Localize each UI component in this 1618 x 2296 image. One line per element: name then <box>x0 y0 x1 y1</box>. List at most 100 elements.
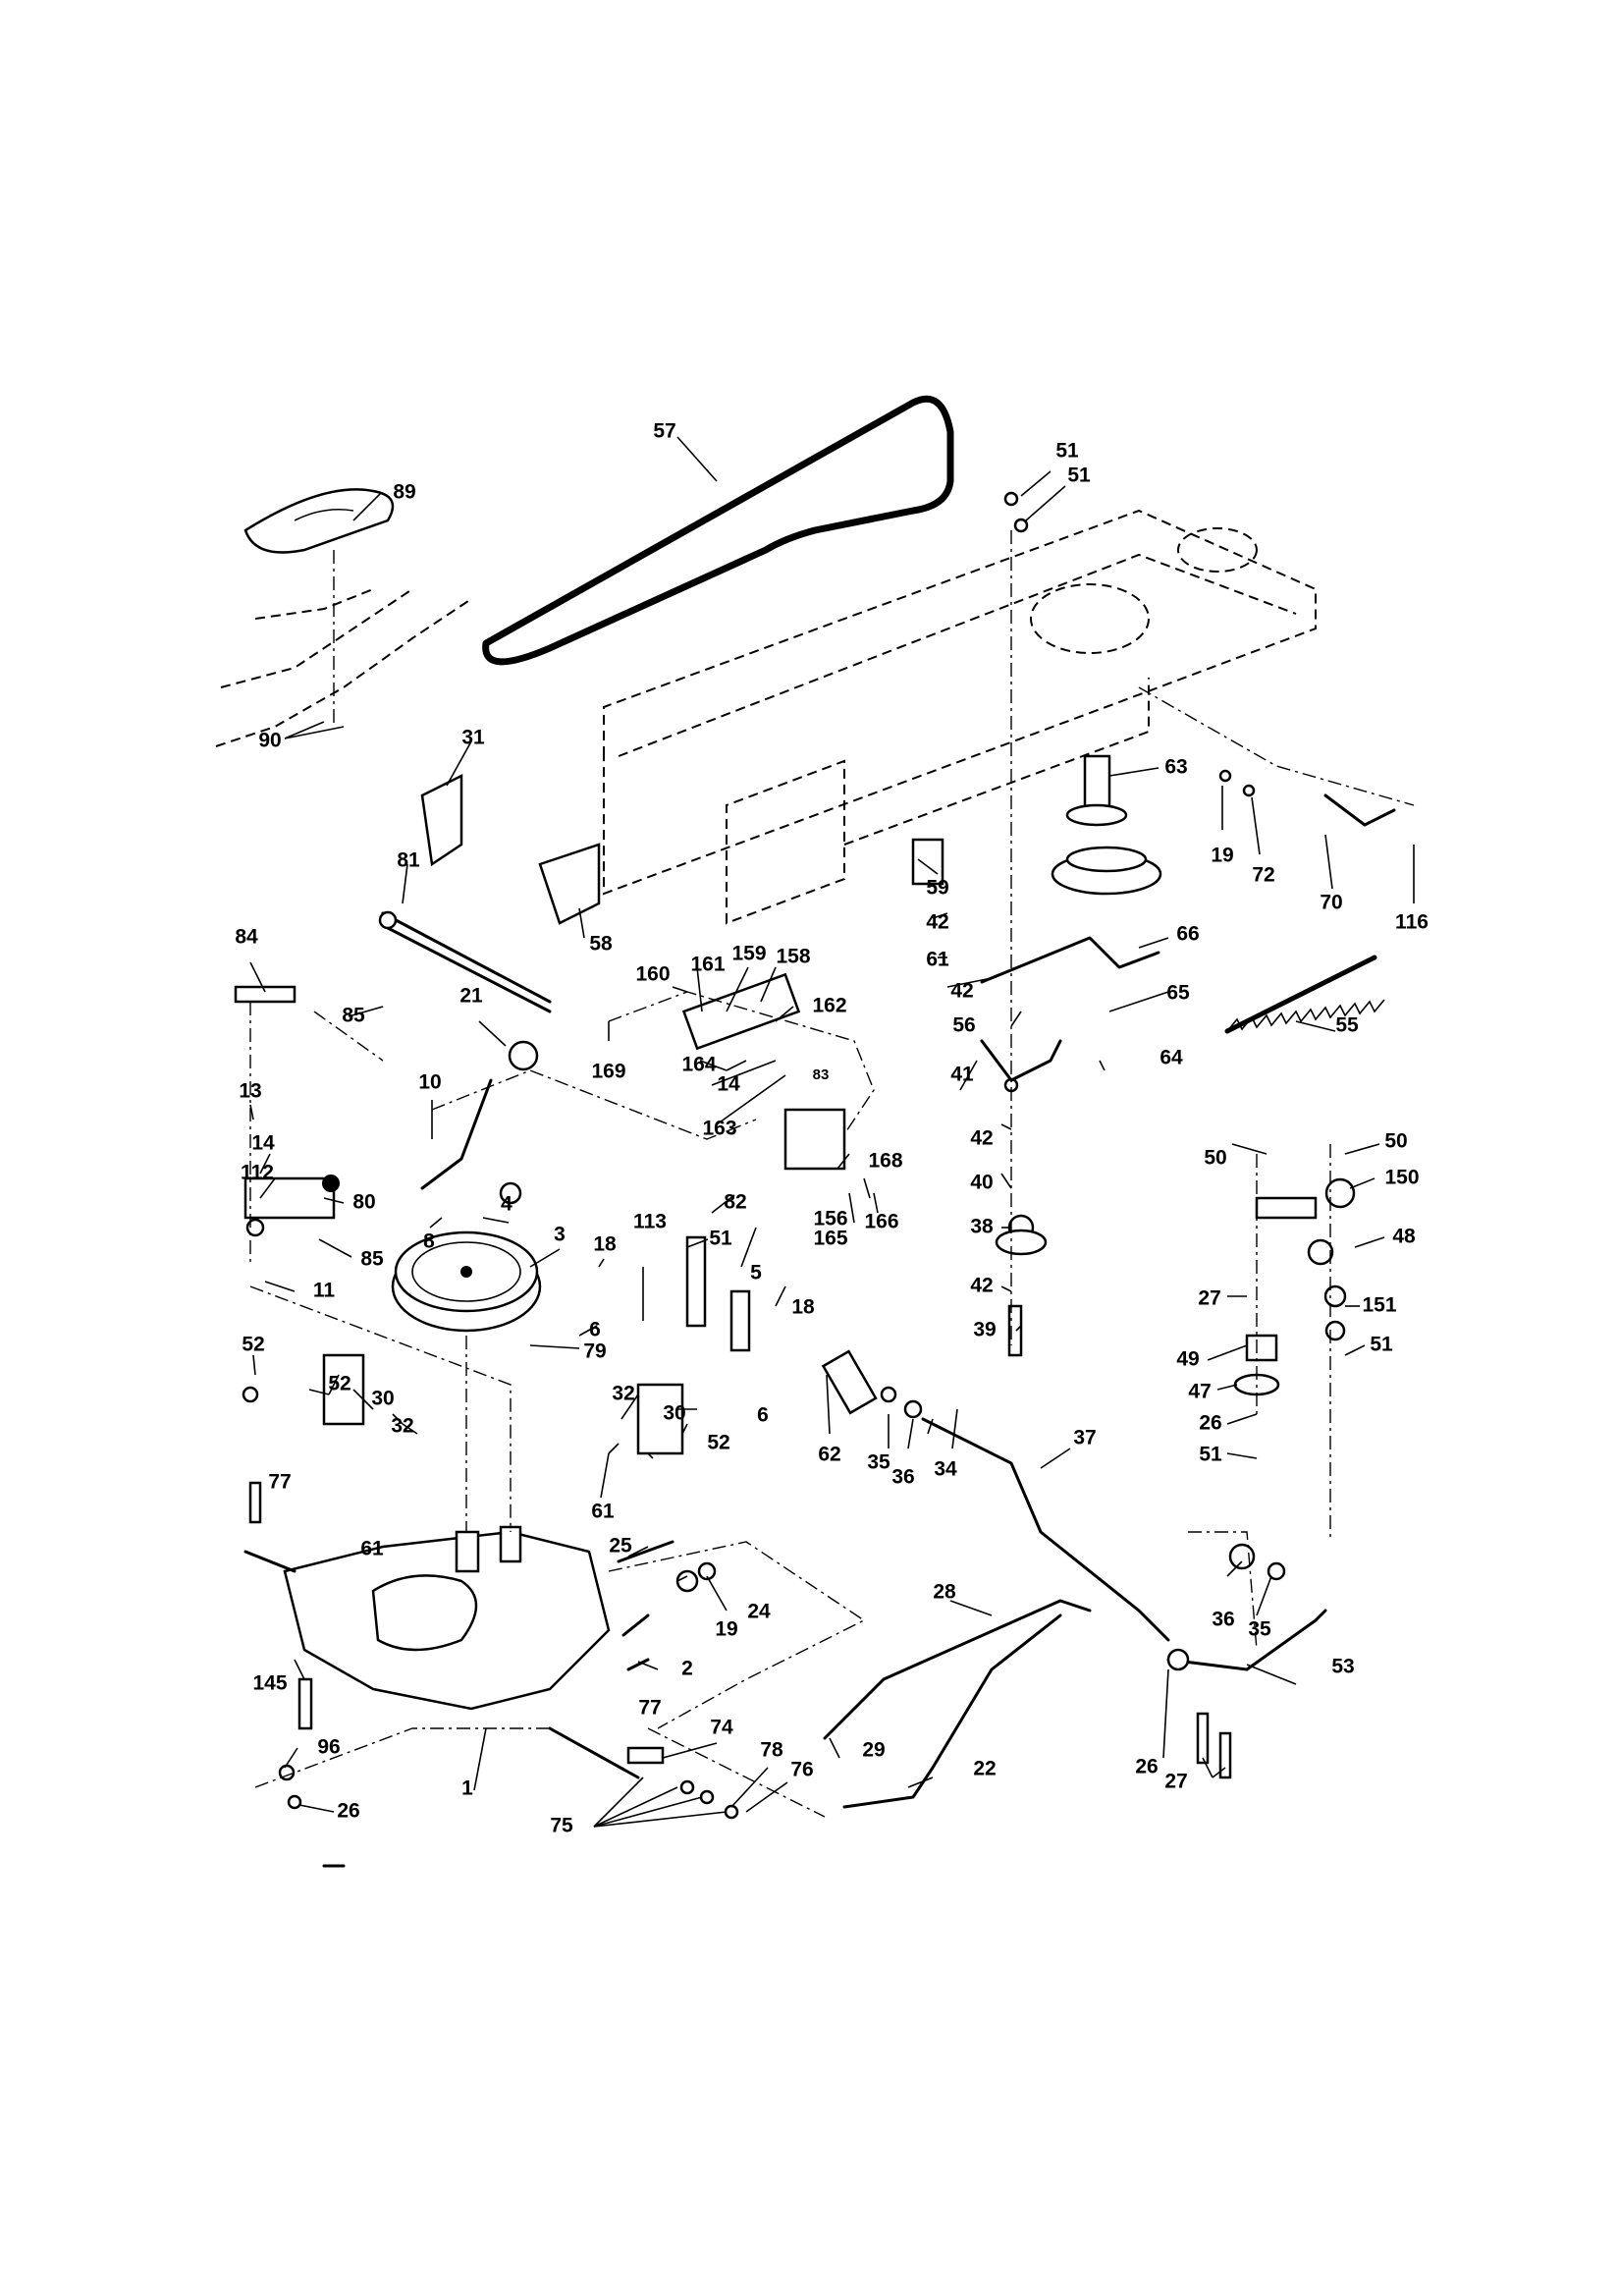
part-label: 48 <box>1392 1226 1416 1248</box>
part-label: 156 <box>813 1208 847 1230</box>
part-label: 29 <box>862 1739 885 1762</box>
part-label: 75 <box>550 1815 573 1837</box>
part-label: 77 <box>638 1697 661 1720</box>
part-label: 10 <box>418 1071 441 1094</box>
part-label: 74 <box>710 1717 733 1739</box>
part-label: 36 <box>891 1466 914 1489</box>
part-label: 25 <box>609 1535 632 1558</box>
part-label: 61 <box>360 1538 384 1560</box>
part-label: 160 <box>635 963 670 986</box>
part-label: 37 <box>1073 1427 1096 1449</box>
part-label: 6 <box>757 1404 769 1427</box>
part-label: 65 <box>1166 982 1190 1005</box>
part-label: 56 <box>952 1014 975 1037</box>
part-label: 26 <box>1135 1756 1158 1778</box>
part-label: 151 <box>1362 1294 1396 1317</box>
drive-belt <box>482 395 954 666</box>
part-label: 42 <box>970 1275 993 1297</box>
part-label: 158 <box>776 946 810 968</box>
part-label: 6 <box>589 1319 601 1341</box>
part-label: 41 <box>950 1064 974 1086</box>
part-label: 14 <box>251 1132 275 1155</box>
part-label: 161 <box>690 954 725 976</box>
part-label: 53 <box>1331 1656 1354 1678</box>
part-label: 90 <box>258 730 281 752</box>
part-label: 2 <box>681 1658 693 1680</box>
part-label: 77 <box>268 1471 291 1494</box>
part-label: 55 <box>1335 1014 1359 1037</box>
part-label: 1 <box>461 1777 473 1800</box>
leader-lines <box>249 436 1415 1828</box>
part-label: 42 <box>970 1127 993 1150</box>
part-label: 4 <box>501 1193 512 1216</box>
clutch-rod <box>378 910 552 1013</box>
rod-34 <box>921 1417 1170 1642</box>
part-label: 32 <box>391 1415 413 1438</box>
part-label: 150 <box>1384 1167 1419 1189</box>
part-label: 57 <box>653 420 675 443</box>
part-label: 159 <box>731 943 766 965</box>
transaxle <box>243 1525 640 1779</box>
part-label: 168 <box>868 1150 902 1173</box>
part-label: 3 <box>554 1224 566 1246</box>
part-labels: 57 51 51 89 90 31 81 58 63 19 72 70 116 … <box>235 420 1429 1837</box>
idler-pulley-63 <box>1051 754 1162 896</box>
part-label: 18 <box>593 1233 617 1256</box>
part-label: 164 <box>681 1054 716 1076</box>
part-label: 26 <box>1199 1412 1221 1435</box>
part-label: 96 <box>317 1736 340 1759</box>
part-label: 35 <box>1248 1618 1271 1641</box>
part-label: 42 <box>926 911 948 934</box>
part-label: 70 <box>1320 892 1342 914</box>
alignment-lines <box>249 530 1415 1818</box>
part-label: 85 <box>342 1005 365 1027</box>
part-label: 78 <box>760 1739 783 1762</box>
part-label: 169 <box>591 1061 625 1083</box>
part-label: 51 <box>1055 440 1079 463</box>
part-label: 32 <box>612 1383 634 1405</box>
part-label: 24 <box>747 1601 771 1623</box>
part-label: 79 <box>583 1340 606 1363</box>
part-label: 42 <box>950 980 973 1003</box>
part-label: 22 <box>973 1758 996 1780</box>
part-label: 8 <box>423 1230 435 1253</box>
part-label: 82 <box>724 1191 746 1214</box>
part-label: 38 <box>970 1216 994 1238</box>
part-label: 19 <box>1211 845 1233 867</box>
rod-22 <box>842 1613 1062 1809</box>
part-label: 61 <box>926 949 949 971</box>
part-label: 58 <box>589 933 613 956</box>
part-label: 49 <box>1176 1348 1199 1371</box>
part-label: 50 <box>1384 1130 1407 1153</box>
rod-53 <box>1166 1609 1327 1671</box>
part-label: 64 <box>1160 1047 1183 1069</box>
part-label: 145 <box>252 1672 287 1695</box>
part-label: 34 <box>934 1458 957 1481</box>
part-label: 84 <box>235 926 258 949</box>
part-label: 113 <box>633 1211 667 1233</box>
part-label: 39 <box>973 1319 996 1341</box>
part-label: 35 <box>867 1451 890 1474</box>
part-label: 30 <box>371 1388 394 1410</box>
part-label: 5 <box>750 1262 762 1285</box>
part-label: 63 <box>1164 756 1187 779</box>
part-label: 85 <box>360 1248 384 1271</box>
part-label: 165 <box>813 1228 847 1250</box>
bracket-58 <box>538 843 601 925</box>
part-label: 50 <box>1204 1147 1226 1170</box>
part-label: 27 <box>1164 1771 1187 1793</box>
part-label: 112 <box>241 1162 274 1184</box>
part-label: 31 <box>461 727 485 749</box>
part-label: 51 <box>1370 1334 1393 1356</box>
part-label: 40 <box>970 1172 993 1194</box>
part-label: 51 <box>1067 465 1091 487</box>
part-label: 52 <box>328 1373 351 1395</box>
part-label: 52 <box>242 1334 264 1356</box>
part-label: 19 <box>715 1618 737 1641</box>
rod-28 <box>823 1599 1092 1740</box>
bracket-31 <box>420 773 463 867</box>
part-label: 163 <box>702 1118 736 1140</box>
part-label: 76 <box>790 1759 813 1781</box>
part-label: 21 <box>459 985 483 1008</box>
